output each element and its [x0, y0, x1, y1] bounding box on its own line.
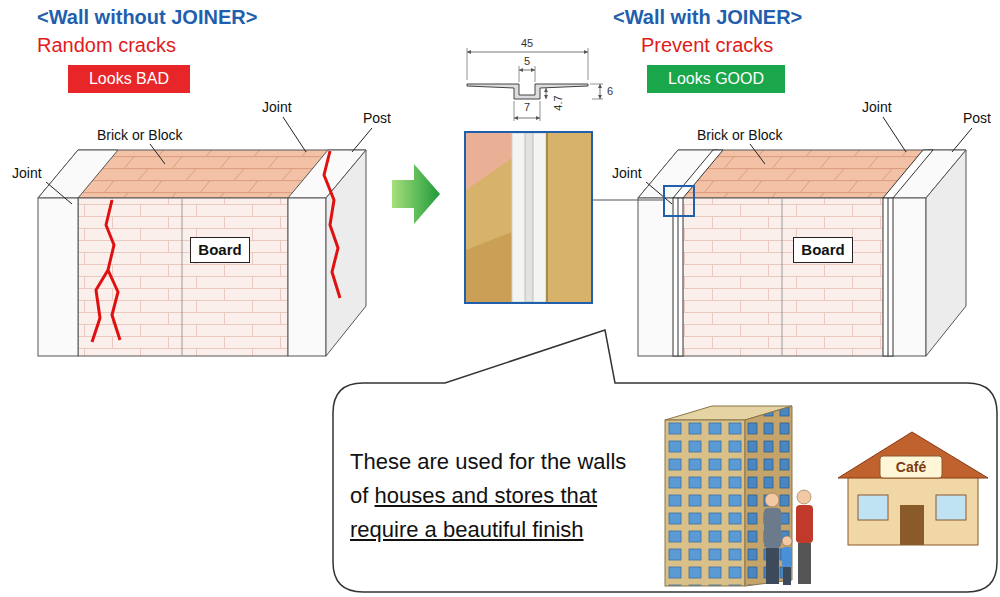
part-label: Joint — [612, 165, 642, 181]
dimension-line — [467, 52, 588, 53]
node-text: Board — [198, 241, 241, 259]
dimension-line — [546, 88, 547, 99]
status-badge: Looks GOOD — [647, 65, 785, 93]
part-label: Joint — [12, 165, 42, 181]
joiner-channel — [525, 133, 533, 302]
panel-heading: <Wall without JOINER> — [37, 6, 257, 29]
callout-outline — [333, 330, 997, 592]
wall — [38, 117, 372, 356]
wall — [638, 117, 972, 356]
part-label: Brick or Block — [697, 127, 783, 143]
callout-box: These are used for the walls ofhouses an… — [333, 383, 997, 592]
cafe-wall — [848, 475, 978, 545]
joiner — [512, 133, 546, 302]
person-body — [796, 505, 813, 543]
node-text: Looks BAD — [89, 69, 169, 88]
cafe-window — [936, 495, 966, 520]
part-label: Brick or Block — [97, 127, 183, 143]
joiner-top — [673, 150, 723, 198]
joiner-profile — [467, 84, 588, 99]
building-side — [745, 406, 792, 586]
text-block: These are used for the walls ofhouses an… — [350, 445, 640, 547]
dimension: 4.7 — [552, 95, 565, 110]
part-label: Post — [363, 110, 391, 126]
person-head — [782, 536, 792, 546]
detail-highlight — [664, 186, 694, 216]
person-body — [782, 547, 792, 567]
joiner-channel — [678, 198, 888, 356]
joiner-shadow — [546, 133, 548, 302]
text-block: Board — [801, 241, 844, 259]
extension-line — [467, 48, 603, 121]
dimension-line — [514, 118, 540, 119]
part-label: Post — [963, 110, 991, 126]
part-label: Joint — [262, 99, 292, 115]
dimension: 5 — [524, 55, 530, 68]
detail-leader — [592, 200, 664, 201]
building-front — [665, 420, 745, 586]
panel-heading: <Wall with JOINER> — [613, 6, 802, 29]
panel-subheading: Random cracks — [37, 34, 176, 57]
joiner-photo — [466, 133, 591, 302]
text-block: Board — [198, 241, 241, 259]
part-box: Board — [190, 237, 250, 263]
part-box: Board — [793, 237, 853, 263]
dimension: 7 — [524, 101, 530, 114]
dimension-line — [519, 70, 535, 71]
part-label: Joint — [862, 99, 892, 115]
transition-arrow — [392, 164, 440, 224]
person-legs — [766, 548, 779, 584]
person-head — [797, 490, 811, 504]
dimension: 6 — [607, 85, 613, 98]
node-text: Looks GOOD — [668, 69, 764, 88]
person-legs — [783, 567, 791, 585]
board-shade — [466, 232, 512, 302]
cafe-roof — [838, 432, 988, 478]
cafe-door — [900, 505, 924, 545]
text-block: Looks BAD — [89, 69, 169, 88]
crack — [324, 151, 340, 298]
crack — [92, 200, 120, 342]
joiner-top — [883, 150, 933, 198]
status-badge: Looks BAD — [68, 65, 190, 93]
cafe-sign — [880, 456, 942, 478]
person-body — [764, 508, 781, 548]
dimension-line — [600, 84, 601, 99]
panel-subheading: Prevent cracks — [641, 34, 773, 57]
dimension: 45 — [521, 37, 533, 50]
node-text: Board — [801, 241, 844, 259]
photo-frame — [465, 132, 592, 303]
cafe-window — [858, 495, 888, 520]
sign-text: Café — [896, 459, 926, 475]
person-head — [765, 493, 779, 507]
callout-emphasis: houses and stores that require a beautif… — [350, 483, 597, 542]
board-surface — [466, 133, 591, 302]
person-legs — [798, 543, 811, 584]
text-block: Looks GOOD — [668, 69, 764, 88]
